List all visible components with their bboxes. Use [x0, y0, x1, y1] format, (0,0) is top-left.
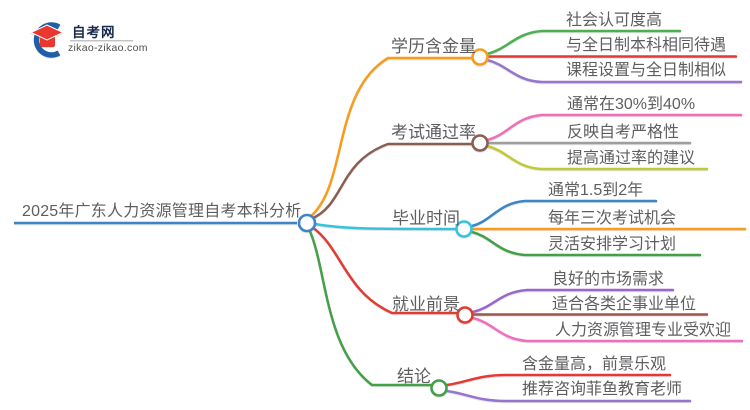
branch-3-curve	[313, 222, 458, 231]
leaf-5-1-underline	[445, 373, 672, 387]
logo-graduation-cap-icon	[29, 22, 133, 58]
leaf-1-3-label: 课程设置与全日制相似	[566, 62, 727, 79]
branch-2-label: 考试通过率	[391, 123, 476, 142]
branch-2-node-circle	[471, 134, 489, 152]
leaf-3-3-underline	[470, 230, 702, 257]
leaf-2-3-underline	[485, 144, 709, 171]
central-node-circle	[297, 213, 317, 233]
branch-4-label: 就业前景	[392, 295, 460, 314]
branch-1-label: 学历含金量	[391, 37, 476, 56]
branch-1-node-circle	[471, 48, 489, 66]
leaf-2-2-label: 反映自考严格性	[567, 124, 680, 141]
leaf-5-1-label: 含金量高，前景乐观	[522, 356, 667, 373]
leaf-3-2-label: 每年三次考试机会	[548, 210, 677, 227]
leaf-4-2-label: 适合各类企事业单位	[552, 296, 697, 313]
logo-crescent-shape	[33, 22, 61, 58]
leaf-4-1-label: 良好的市场需求	[552, 271, 665, 288]
leaf-2-1-underline	[485, 113, 743, 142]
leaf-2-1-label: 通常在30%到40%	[567, 96, 696, 113]
leaf-5-2-label: 推荐咨询菲鱼教育老师	[522, 381, 683, 398]
leaf-5-2-underline	[445, 389, 692, 403]
leaf-1-2-label: 与全日制本科相同待遇	[566, 37, 727, 54]
leaf-1-1-label: 社会认可度高	[566, 12, 663, 29]
logo-domain: zikao-zikao.com	[68, 42, 148, 54]
leaf-4-3-label: 人力资源管理专业受欢迎	[555, 322, 732, 339]
leaf-4-1-underline	[471, 288, 675, 314]
branch-4-curve	[310, 225, 459, 315]
leaf-1-1-underline	[485, 29, 682, 56]
leaf-3-1-underline	[470, 199, 658, 228]
leaf-4-3-underline	[471, 316, 744, 343]
leaf-1-3-underline	[485, 58, 743, 84]
branch-3-label: 毕业时间	[392, 209, 460, 228]
branch-4-node-circle	[456, 306, 474, 324]
branch-3-node-circle	[455, 220, 473, 238]
logo-cap-top-shape	[29, 24, 65, 41]
leaf-3-3-label: 灵活安排学习计划	[548, 236, 677, 253]
branch-1-curve	[309, 56, 474, 218]
logo-title: 自考网	[72, 25, 116, 40]
leaf-3-1-label: 通常1.5到2年	[548, 182, 644, 199]
leaf-2-3-label: 提高通过率的建议	[567, 150, 696, 167]
branch-5-label: 结论	[397, 367, 431, 386]
branch-5-node-circle	[430, 379, 448, 397]
branch-5-curve	[307, 227, 433, 387]
central-topic-label: 2025年广东人力资源管理自考本科分析	[22, 203, 302, 220]
branch-2-curve	[309, 142, 474, 221]
